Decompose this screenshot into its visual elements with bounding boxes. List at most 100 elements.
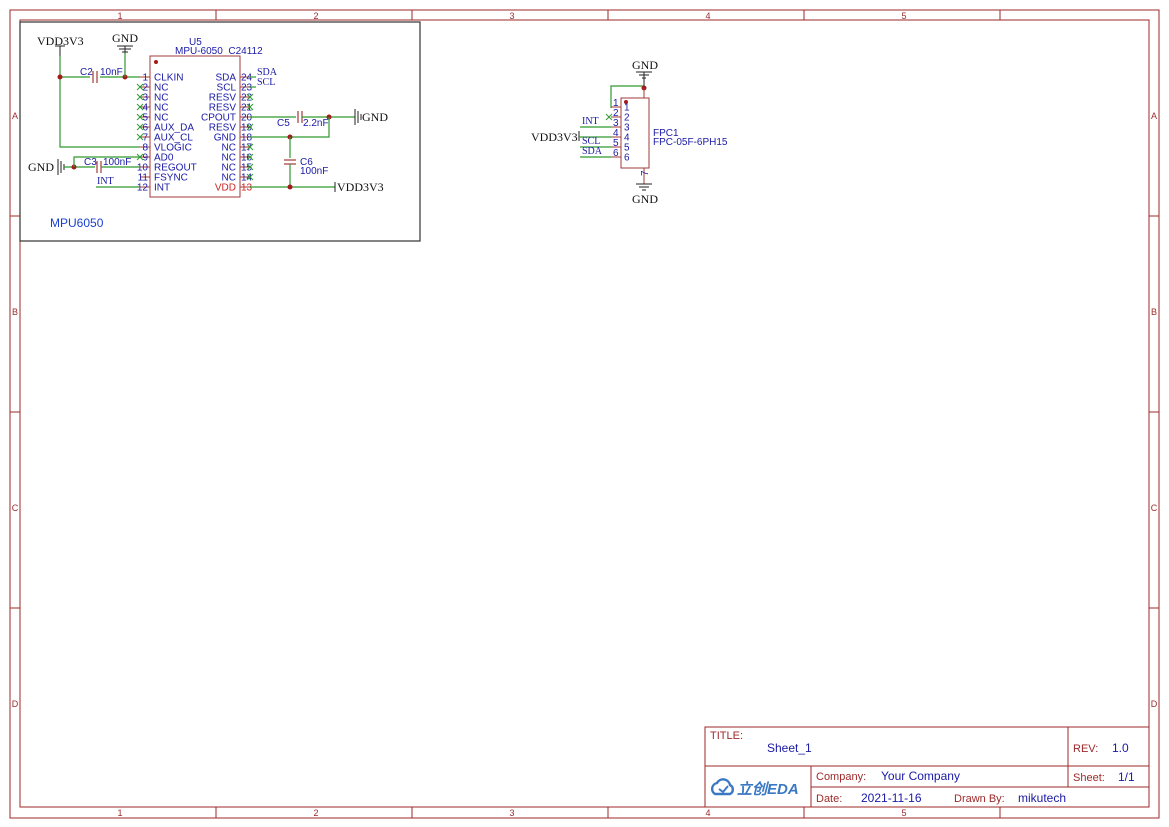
no-connect-mark	[136, 123, 144, 131]
chip-pin-name: AD0	[154, 153, 174, 164]
no-connect-mark	[136, 83, 144, 91]
cap-value: 100nF	[300, 166, 328, 177]
chip-pin-number: 11	[138, 173, 149, 184]
frame-col-label: 4	[705, 11, 710, 21]
net-label-scl: SCL	[257, 77, 275, 88]
frame-col-label: 5	[901, 808, 906, 818]
rev-label: REV:	[1073, 743, 1098, 755]
no-connect-mark	[136, 103, 144, 111]
chip-pin-name: SDA	[215, 73, 236, 84]
title-value: Sheet_1	[767, 741, 812, 755]
chip-pin-name: NC	[222, 143, 236, 154]
capacitor-c3[interactable]: C3 100nF	[84, 157, 131, 173]
chip-pin-number: 13	[241, 183, 253, 194]
capacitor-c6[interactable]: C6 100nF	[284, 157, 328, 177]
frame-row-label: A	[1151, 111, 1157, 121]
fpc-pin-number: 4	[613, 128, 619, 139]
fpc-pin-name: 1	[624, 103, 630, 114]
cap-value: 10nF	[100, 67, 123, 78]
chip-part: MPU-6050_C24112	[175, 46, 263, 57]
no-connect-mark	[605, 113, 613, 121]
no-connect-mark	[246, 123, 254, 131]
chip-pin-name: RESV	[209, 123, 237, 134]
sheet-label: Sheet:	[1073, 772, 1105, 784]
net-label-gnd: GND	[362, 110, 388, 124]
net-label-vdd: VDD3V3	[37, 34, 84, 48]
fpc-pin-name: 2	[624, 113, 630, 124]
net-label-int: INT	[582, 116, 599, 127]
sheet-value: 1/1	[1118, 770, 1135, 784]
chip-pin-number: 7	[142, 133, 148, 144]
block-title: MPU6050	[50, 216, 104, 230]
capacitor-c2[interactable]: C2 10nF	[80, 67, 123, 83]
chip-pin-number: 6	[142, 123, 148, 134]
no-connect-mark	[246, 163, 254, 171]
frame-col-label: 3	[509, 808, 514, 818]
chip-pin-name: FSYNC	[154, 173, 188, 184]
no-connect-mark	[136, 93, 144, 101]
chip-pin-number: 16	[241, 153, 253, 164]
frame-row-label: B	[12, 307, 18, 317]
chip-pin-name: REGOUT	[154, 163, 197, 174]
net-label-gnd: GND	[112, 31, 138, 45]
chip-pin-number: 15	[241, 163, 253, 174]
sheet-frame: 1 2 3 4 5 1 2 3 4 5 A B C D A B C D	[9, 9, 1160, 819]
net-label-vdd: VDD3V3	[531, 130, 578, 144]
no-connect-mark	[136, 113, 144, 121]
date-value: 2021-11-16	[861, 791, 922, 805]
fpc-pin-name: 3	[624, 123, 630, 134]
frame-row-label: C	[12, 503, 19, 513]
net-label-gnd: GND	[632, 58, 658, 72]
frame-row-label: A	[12, 111, 18, 121]
fpc-pin-number: 1	[613, 98, 619, 109]
fpc-pin-name: 5	[624, 143, 630, 154]
company-label: Company:	[816, 771, 866, 783]
chip-pin-name: VLOGIC	[154, 143, 192, 154]
frame-col-label: 3	[509, 11, 514, 21]
net-label-vdd: VDD3V3	[337, 180, 384, 194]
fpc-pin-name: 6	[624, 153, 630, 164]
fpc-ref: FPC1	[653, 128, 679, 139]
frame-row-label: B	[1151, 307, 1157, 317]
fpc-pin-number: 5	[613, 138, 619, 149]
net-label-sda: SDA	[257, 67, 278, 78]
drawn-by-label: Drawn By:	[954, 793, 1005, 805]
chip-pin-name: NC	[222, 163, 236, 174]
gnd-symbol	[354, 109, 362, 125]
cap-value: 100nF	[103, 157, 131, 168]
chip-pin-name: RESV	[209, 103, 237, 114]
chip-pin-number: 3	[142, 93, 148, 104]
chip-pin-name: CLKIN	[154, 73, 183, 84]
chip-pin-name: NC	[154, 83, 168, 94]
chip-pin-name: NC	[154, 93, 168, 104]
chip-pin-name: INT	[154, 183, 170, 194]
chip-pin-name: AUX_DA	[154, 123, 194, 134]
title-block: TITLE: Sheet_1 REV: 1.0 Company: Your Co…	[704, 726, 1150, 808]
frame-row-label: D	[12, 699, 19, 709]
chip-pin-number: 23	[241, 83, 253, 94]
chip-pin-number: 19	[241, 123, 253, 134]
title-label: TITLE:	[710, 730, 743, 742]
capacitor-c5[interactable]: C5 2.2nF	[277, 111, 329, 129]
chip-pin-number: 10	[137, 163, 149, 174]
fpc-part: FPC-05F-6PH15	[653, 137, 728, 148]
chip-pin-number: 22	[241, 93, 253, 104]
gnd-symbol	[57, 159, 65, 175]
frame-col-label: 4	[705, 808, 710, 818]
frame-row-label: D	[1151, 699, 1158, 709]
chip-pin-name: NC	[222, 153, 236, 164]
fpc-pin-number: 7	[640, 170, 651, 176]
frame-col-label: 2	[313, 11, 318, 21]
frame-col-label: 5	[901, 11, 906, 21]
cloud-icon	[710, 778, 734, 796]
chip-pin-number: 4	[142, 103, 148, 114]
chip-pin-number: 21	[241, 103, 253, 114]
chip-pin-number: 20	[241, 113, 253, 124]
chip-pin-name: NC	[222, 173, 236, 184]
date-label: Date:	[816, 793, 842, 805]
